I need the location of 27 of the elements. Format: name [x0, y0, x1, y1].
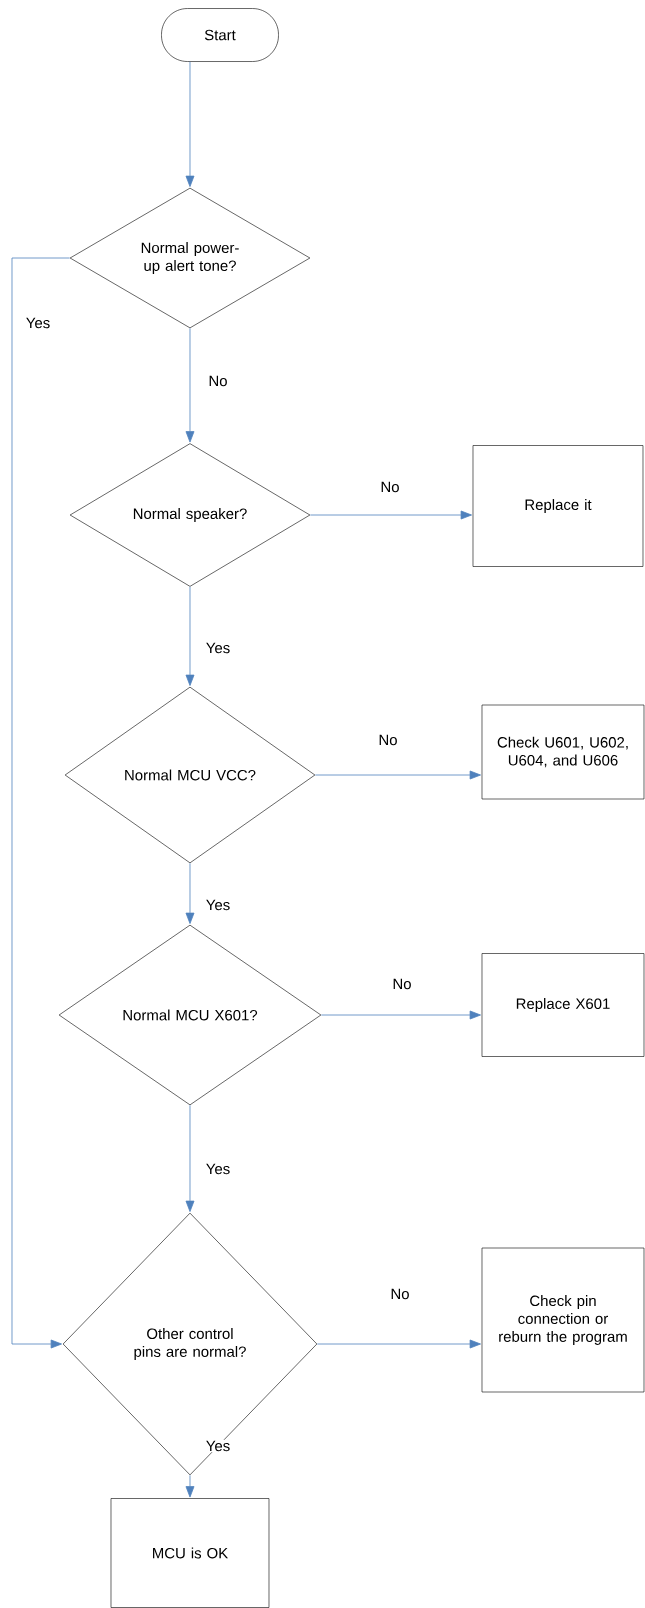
arrow — [320, 1010, 481, 1020]
edge-label: Yes — [204, 1162, 232, 1176]
arrow — [185, 327, 195, 443]
arrow — [185, 586, 195, 686]
process-box: Replace X601 — [481, 953, 645, 1057]
arrow — [316, 1339, 481, 1349]
process-box: Check U601, U602, U604, and U606 — [481, 704, 645, 800]
arrow — [185, 1474, 195, 1498]
arrow — [314, 770, 481, 780]
start-terminal: Start — [161, 8, 279, 62]
edge-label: No — [377, 733, 399, 747]
process-box: MCU is OK — [110, 1498, 270, 1608]
arrow — [185, 61, 195, 187]
process-box: Replace it — [472, 445, 644, 567]
edge-label: Yes — [204, 1439, 232, 1453]
edge-label: Yes — [204, 641, 232, 655]
edge-label: No — [379, 480, 401, 494]
arrow — [11, 257, 71, 1349]
edge-label: No — [391, 977, 413, 991]
edge-label: No — [389, 1287, 411, 1301]
arrow — [185, 1104, 195, 1212]
arrow — [309, 510, 472, 520]
arrow — [185, 862, 195, 924]
edge-label: Yes — [24, 316, 52, 330]
edge-label: No — [207, 374, 229, 388]
edge-label: Yes — [204, 898, 232, 912]
process-box: Check pin connection or reburn the program — [481, 1247, 645, 1393]
